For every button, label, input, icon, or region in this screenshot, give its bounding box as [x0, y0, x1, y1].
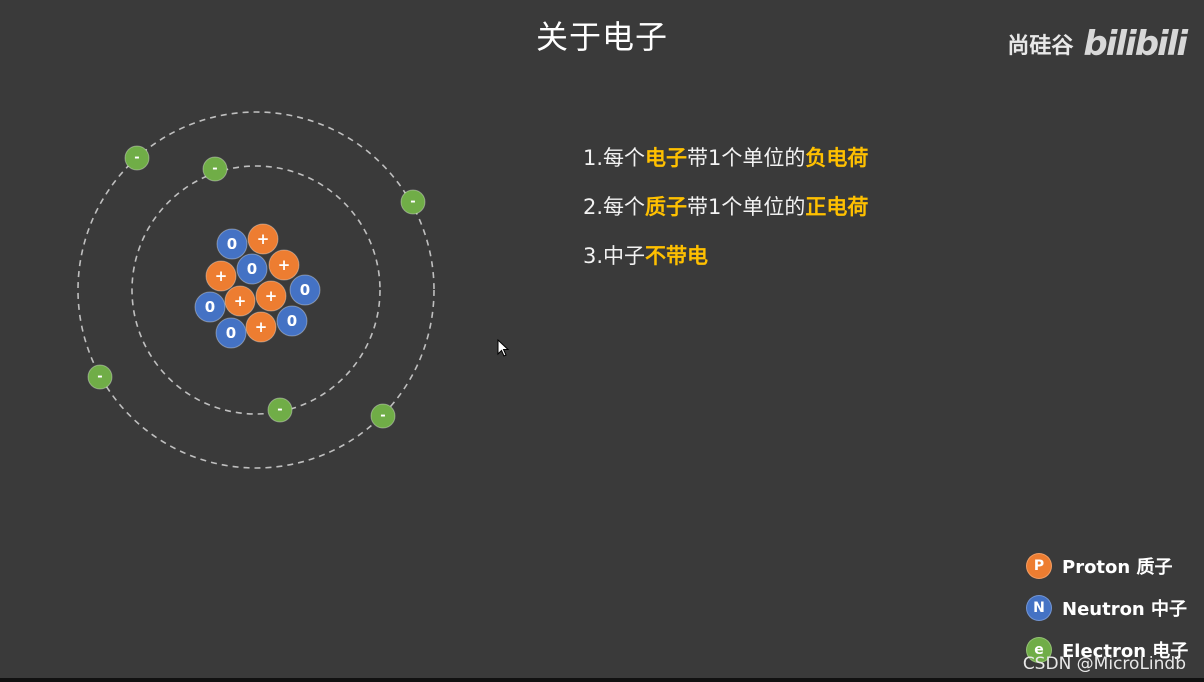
svg-text:0: 0	[226, 324, 236, 342]
slide-title: 关于电子	[535, 18, 668, 56]
neutron: 0	[276, 305, 308, 337]
bilibili-logo: bilibili	[1083, 24, 1188, 64]
legend: P Proton 质子 N Neutron 中子 e Electron 电子	[1026, 545, 1188, 671]
neutron: 0	[194, 291, 226, 323]
svg-text:+: +	[234, 292, 247, 310]
svg-text:-: -	[134, 151, 139, 166]
svg-text:-: -	[380, 409, 385, 424]
svg-text:+: +	[255, 318, 268, 336]
brand-name: 尚硅谷	[1007, 34, 1074, 59]
neutron: 0	[215, 317, 247, 349]
proton: +	[255, 280, 287, 312]
legend-label: Neutron 中子	[1062, 599, 1188, 620]
legend-proton: P Proton 质子	[1026, 545, 1188, 587]
electron: -	[202, 156, 228, 182]
proton: +	[205, 260, 237, 292]
svg-text:-: -	[277, 403, 282, 418]
svg-text:0: 0	[205, 298, 215, 316]
proton-legend-icon: P	[1026, 553, 1052, 579]
legend-label: Proton 质子	[1062, 557, 1173, 578]
neutron: 0	[289, 274, 321, 306]
svg-text:-: -	[212, 162, 217, 177]
svg-text:0: 0	[300, 281, 310, 299]
outer-orbit	[77, 111, 435, 469]
electron: -	[87, 364, 113, 390]
bottom-bar	[0, 678, 1204, 682]
svg-text:0: 0	[287, 312, 297, 330]
svg-text:+: +	[278, 256, 291, 274]
svg-text:0: 0	[247, 260, 257, 278]
watermark: CSDN @MicroLindb	[1022, 654, 1186, 674]
proton: +	[245, 311, 277, 343]
legend-electron: e Electron 电子	[1026, 629, 1188, 671]
neutron: 0	[216, 228, 248, 260]
fact-item: 1.每个电子带1个单位的负电荷	[583, 146, 869, 170]
electron: -	[267, 397, 293, 423]
proton: +	[268, 249, 300, 281]
electron: -	[124, 145, 150, 171]
electron-legend-icon: e	[1026, 637, 1052, 663]
proton: +	[224, 285, 256, 317]
svg-text:-: -	[97, 370, 102, 385]
electron: -	[400, 189, 426, 215]
electrons: - - - - - -	[87, 145, 426, 429]
fact-item: 3.中子不带电	[583, 244, 709, 268]
fact-list: 1.每个电子带1个单位的负电荷 2.每个质子带1个单位的正电荷 3.中子不带电	[583, 142, 868, 289]
neutron-legend-icon: N	[1026, 595, 1052, 621]
svg-text:0: 0	[227, 235, 237, 253]
brand: 尚硅谷 bilibili	[1007, 24, 1188, 64]
electron: -	[370, 403, 396, 429]
svg-text:+: +	[257, 230, 270, 248]
neutron: 0	[236, 253, 268, 285]
legend-label: Electron 电子	[1062, 641, 1189, 662]
inner-orbit	[131, 165, 381, 415]
svg-text:+: +	[265, 287, 278, 305]
legend-neutron: N Neutron 中子	[1026, 587, 1188, 629]
fact-item: 2.每个质子带1个单位的正电荷	[583, 195, 869, 219]
proton: +	[247, 223, 279, 255]
svg-text:+: +	[215, 267, 228, 285]
mouse-cursor-icon	[497, 339, 510, 357]
svg-text:-: -	[410, 195, 415, 210]
